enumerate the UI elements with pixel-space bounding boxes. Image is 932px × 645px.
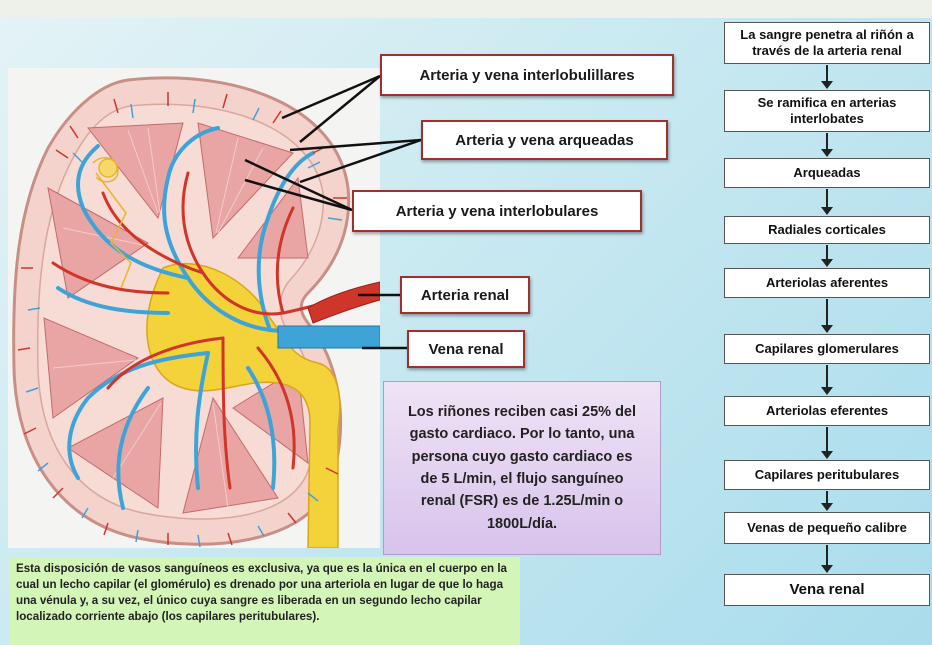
renal-vein-trunk [277,325,380,349]
nephron-detail [92,156,132,289]
renal-pelvis [146,262,341,548]
artery-network [51,171,370,490]
flow-arrow [821,299,833,333]
flow-step-7: Arteriolas eferentes [724,396,930,426]
renal-artery-trunk [307,281,380,324]
label-vena-renal: Vena renal [407,330,525,368]
flow-arrow [821,189,833,215]
flow-arrow [821,545,833,573]
label-arqueadas: Arteria y vena arqueadas [421,120,668,160]
flow-step-10: Vena renal [724,574,930,606]
flow-step-4: Radiales corticales [724,216,930,244]
flow-step-9: Venas de pequeño calibre [724,512,930,544]
top-band [0,0,932,18]
note-text: Esta disposición de vasos sanguíneos es … [16,562,508,623]
label-interlobulillares: Arteria y vena interlobulillares [380,54,674,96]
info-box: Los riñones reciben casi 25% del gasto c… [383,381,661,555]
label-arteria-renal: Arteria renal [400,276,530,314]
label-interlobulares: Arteria y vena interlobulares [352,190,642,232]
flow-arrow [821,245,833,267]
flow-step-3: Arqueadas [724,158,930,188]
flow-arrow [821,65,833,89]
flow-step-6: Capilares glomerulares [724,334,930,364]
flow-step-5: Arteriolas aferentes [724,268,930,298]
flow-step-1: La sangre penetra al riñón a través de l… [724,22,930,64]
flow-arrow [821,365,833,395]
flow-arrow [821,133,833,157]
kidney-cross-section [12,76,380,548]
note-box: Esta disposición de vasos sanguíneos es … [10,557,520,645]
flow-step-8: Capilares peritubulares [724,460,930,490]
flow-arrow [821,491,833,511]
flow-step-2: Se ramifica en arterias interlobates [724,90,930,132]
info-text: Los riñones reciben casi 25% del gasto c… [407,403,637,532]
flow-arrow [821,427,833,459]
